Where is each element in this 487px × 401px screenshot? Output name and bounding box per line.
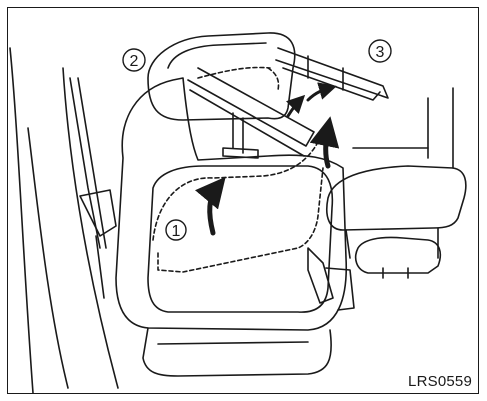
illustration-frame: 1 2 3 LRS0559 — [7, 7, 479, 394]
headrest — [148, 33, 295, 120]
seat-illustration: 1 2 3 — [8, 8, 480, 395]
curved-arrow-icon — [288, 100, 300, 116]
svg-text:2: 2 — [130, 53, 139, 70]
callout-3: 3 — [369, 40, 391, 62]
figure-code: LRS0559 — [408, 373, 472, 390]
curved-arrow-icon — [210, 186, 218, 233]
callout-2: 2 — [123, 49, 145, 71]
cup-holder — [356, 237, 441, 273]
pillar-line — [63, 68, 118, 388]
door-trim-line — [28, 128, 68, 388]
svg-text:3: 3 — [376, 44, 385, 61]
seat-cushion — [143, 328, 331, 376]
svg-text:1: 1 — [172, 223, 181, 240]
seat-back — [116, 78, 346, 330]
callout-1: 1 — [166, 220, 186, 240]
curved-arrow-icon — [308, 88, 330, 100]
armrest — [327, 166, 466, 230]
seat-belt — [70, 78, 100, 248]
curved-arrow-icon — [326, 128, 328, 166]
